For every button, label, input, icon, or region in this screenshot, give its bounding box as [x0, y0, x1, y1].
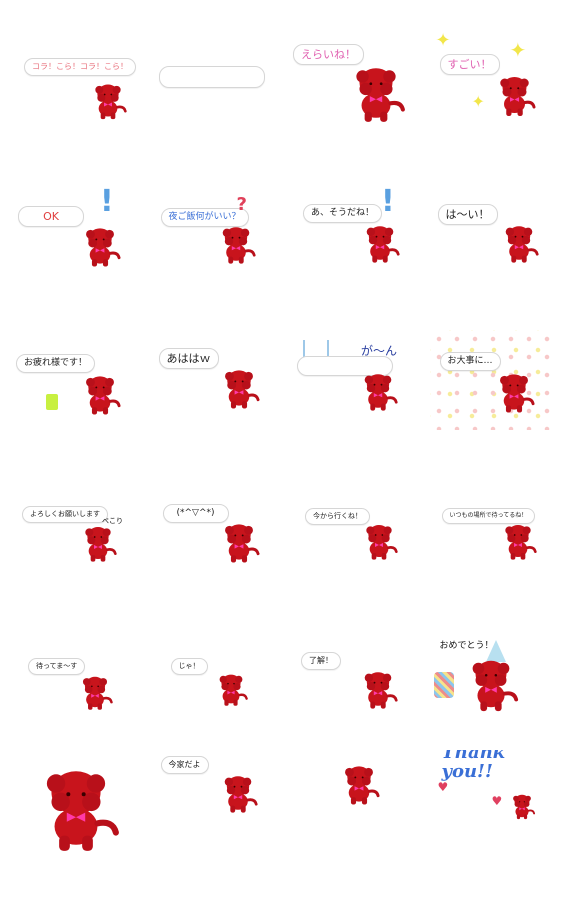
dog-icon: [76, 670, 114, 714]
dog-angry-icon: [30, 758, 122, 858]
speech-bubble: いつもの場所で待ってるね！: [441, 508, 536, 524]
thanks-text: Thank you!!: [441, 750, 506, 782]
celebration-text: おめでとう！: [439, 641, 494, 651]
dog-icon: [492, 366, 536, 418]
sticker-erai[interactable]: えらいね！: [281, 0, 422, 150]
sticker-soudane[interactable]: あ、そうだね！ !: [281, 150, 422, 300]
sticker-mattemasu[interactable]: 待ってま～す: [0, 600, 141, 750]
sticker-korakora[interactable]: コラ！こら！コラ！こら！: [0, 0, 141, 150]
dog-icon: [357, 664, 399, 714]
dots-pattern-icon: [429, 330, 550, 430]
sticker-thanks[interactable]: Thank you!! ♥ ♥: [422, 750, 562, 900]
dog-icon: [498, 218, 540, 268]
dog-icon: [357, 366, 399, 416]
sparkle-icon: ✦: [435, 30, 451, 51]
speech-bubble: 今家だよ: [160, 756, 209, 774]
dog-icon: [508, 790, 536, 822]
shout-text: が～ん: [361, 344, 398, 358]
speech-bubble: じゃ！: [170, 658, 208, 675]
sparkle-icon: ✦: [509, 38, 527, 62]
heart-icon: ♥: [491, 794, 503, 808]
speech-bubble: よろしくお願いします: [22, 506, 108, 523]
dog-icon: [217, 362, 261, 414]
confetti-icon: [433, 672, 454, 698]
speech-bubble: あははｗ: [158, 348, 219, 369]
dog-icon: [359, 518, 399, 564]
sticker-sad[interactable]: [281, 750, 422, 900]
dog-icon: [498, 518, 538, 564]
sticker-kaomoji[interactable]: (*^▽^*): [141, 450, 282, 600]
dog-angry-icon: [88, 78, 128, 123]
sticker-hai[interactable]: は～い！: [422, 150, 562, 300]
sticker-itsumo[interactable]: いつもの場所で待ってるね！: [422, 450, 562, 600]
speech-bubble: あ、そうだね！: [303, 204, 383, 223]
heart-icon: ♥: [437, 780, 449, 794]
party-hat-icon: [485, 640, 506, 662]
dog-icon: [345, 58, 407, 128]
dog-icon: [78, 368, 122, 420]
drink-can-icon: [46, 394, 58, 410]
sticker-odaiji[interactable]: お大事に…: [422, 300, 562, 450]
speech-bubble: 了解！: [301, 652, 341, 670]
sparkle-icon: ✦: [471, 92, 485, 111]
sticker-omedetou[interactable]: おめでとう！: [422, 600, 562, 750]
dog-sign-icon: [217, 516, 261, 568]
sticker-empty[interactable]: [141, 0, 282, 150]
dog-icon: [78, 220, 122, 272]
sticker-gohan[interactable]: 夜ご飯何がいい？ ?: [141, 150, 282, 300]
bow-text: ぺこり: [102, 517, 123, 525]
sticker-imakara[interactable]: 今から行くね！: [281, 450, 422, 600]
speech-bubble: [158, 66, 265, 88]
exclamation-icon: !: [381, 184, 395, 219]
speech-bubble: お疲れ様です！: [16, 354, 96, 373]
shock-lines-icon: [303, 340, 329, 360]
speech-bubble: 今から行くね！: [305, 508, 370, 525]
sticker-ok[interactable]: OK !: [0, 150, 141, 300]
dog-icon: [213, 668, 249, 710]
speech-bubble: (*^▽^*): [162, 504, 229, 523]
question-icon: ?: [236, 194, 247, 215]
dog-icon: [462, 652, 520, 716]
exclamation-icon: !: [100, 184, 114, 219]
sticker-sugoi[interactable]: ✦ ✦ ✦ すごい！: [422, 0, 562, 150]
dog-icon: [78, 520, 118, 566]
sticker-imaieda[interactable]: 今家だよ: [141, 750, 282, 900]
sticker-bigdog[interactable]: [0, 750, 141, 900]
sticker-yoroshiku[interactable]: よろしくお願いします ぺこり: [0, 450, 141, 600]
sticker-otsukare[interactable]: お疲れ様です！: [0, 300, 141, 450]
sticker-ahaha[interactable]: あははｗ: [141, 300, 282, 450]
sticker-gaan[interactable]: が～ん: [281, 300, 422, 450]
speech-bubble: お大事に…: [439, 352, 501, 371]
speech-bubble: コラ！こら！コラ！こら！: [24, 58, 136, 76]
sticker-jaa[interactable]: じゃ！: [141, 600, 282, 750]
speech-bubble: 待ってま～す: [28, 658, 86, 675]
dog-icon: [217, 768, 259, 818]
speech-bubble: えらいね！: [293, 44, 364, 65]
sticker-ryoukai[interactable]: 了解！: [281, 600, 422, 750]
dog-icon: [492, 70, 537, 120]
speech-bubble: OK: [18, 206, 84, 227]
dog-sad-icon: [337, 758, 381, 810]
speech-bubble: 夜ご飯何がいい？: [160, 208, 249, 227]
speech-bubble: すごい！: [439, 54, 500, 75]
dog-icon: [359, 218, 401, 268]
dog-icon: [215, 220, 257, 268]
speech-bubble: [297, 356, 393, 376]
speech-bubble: は～い！: [437, 204, 498, 225]
